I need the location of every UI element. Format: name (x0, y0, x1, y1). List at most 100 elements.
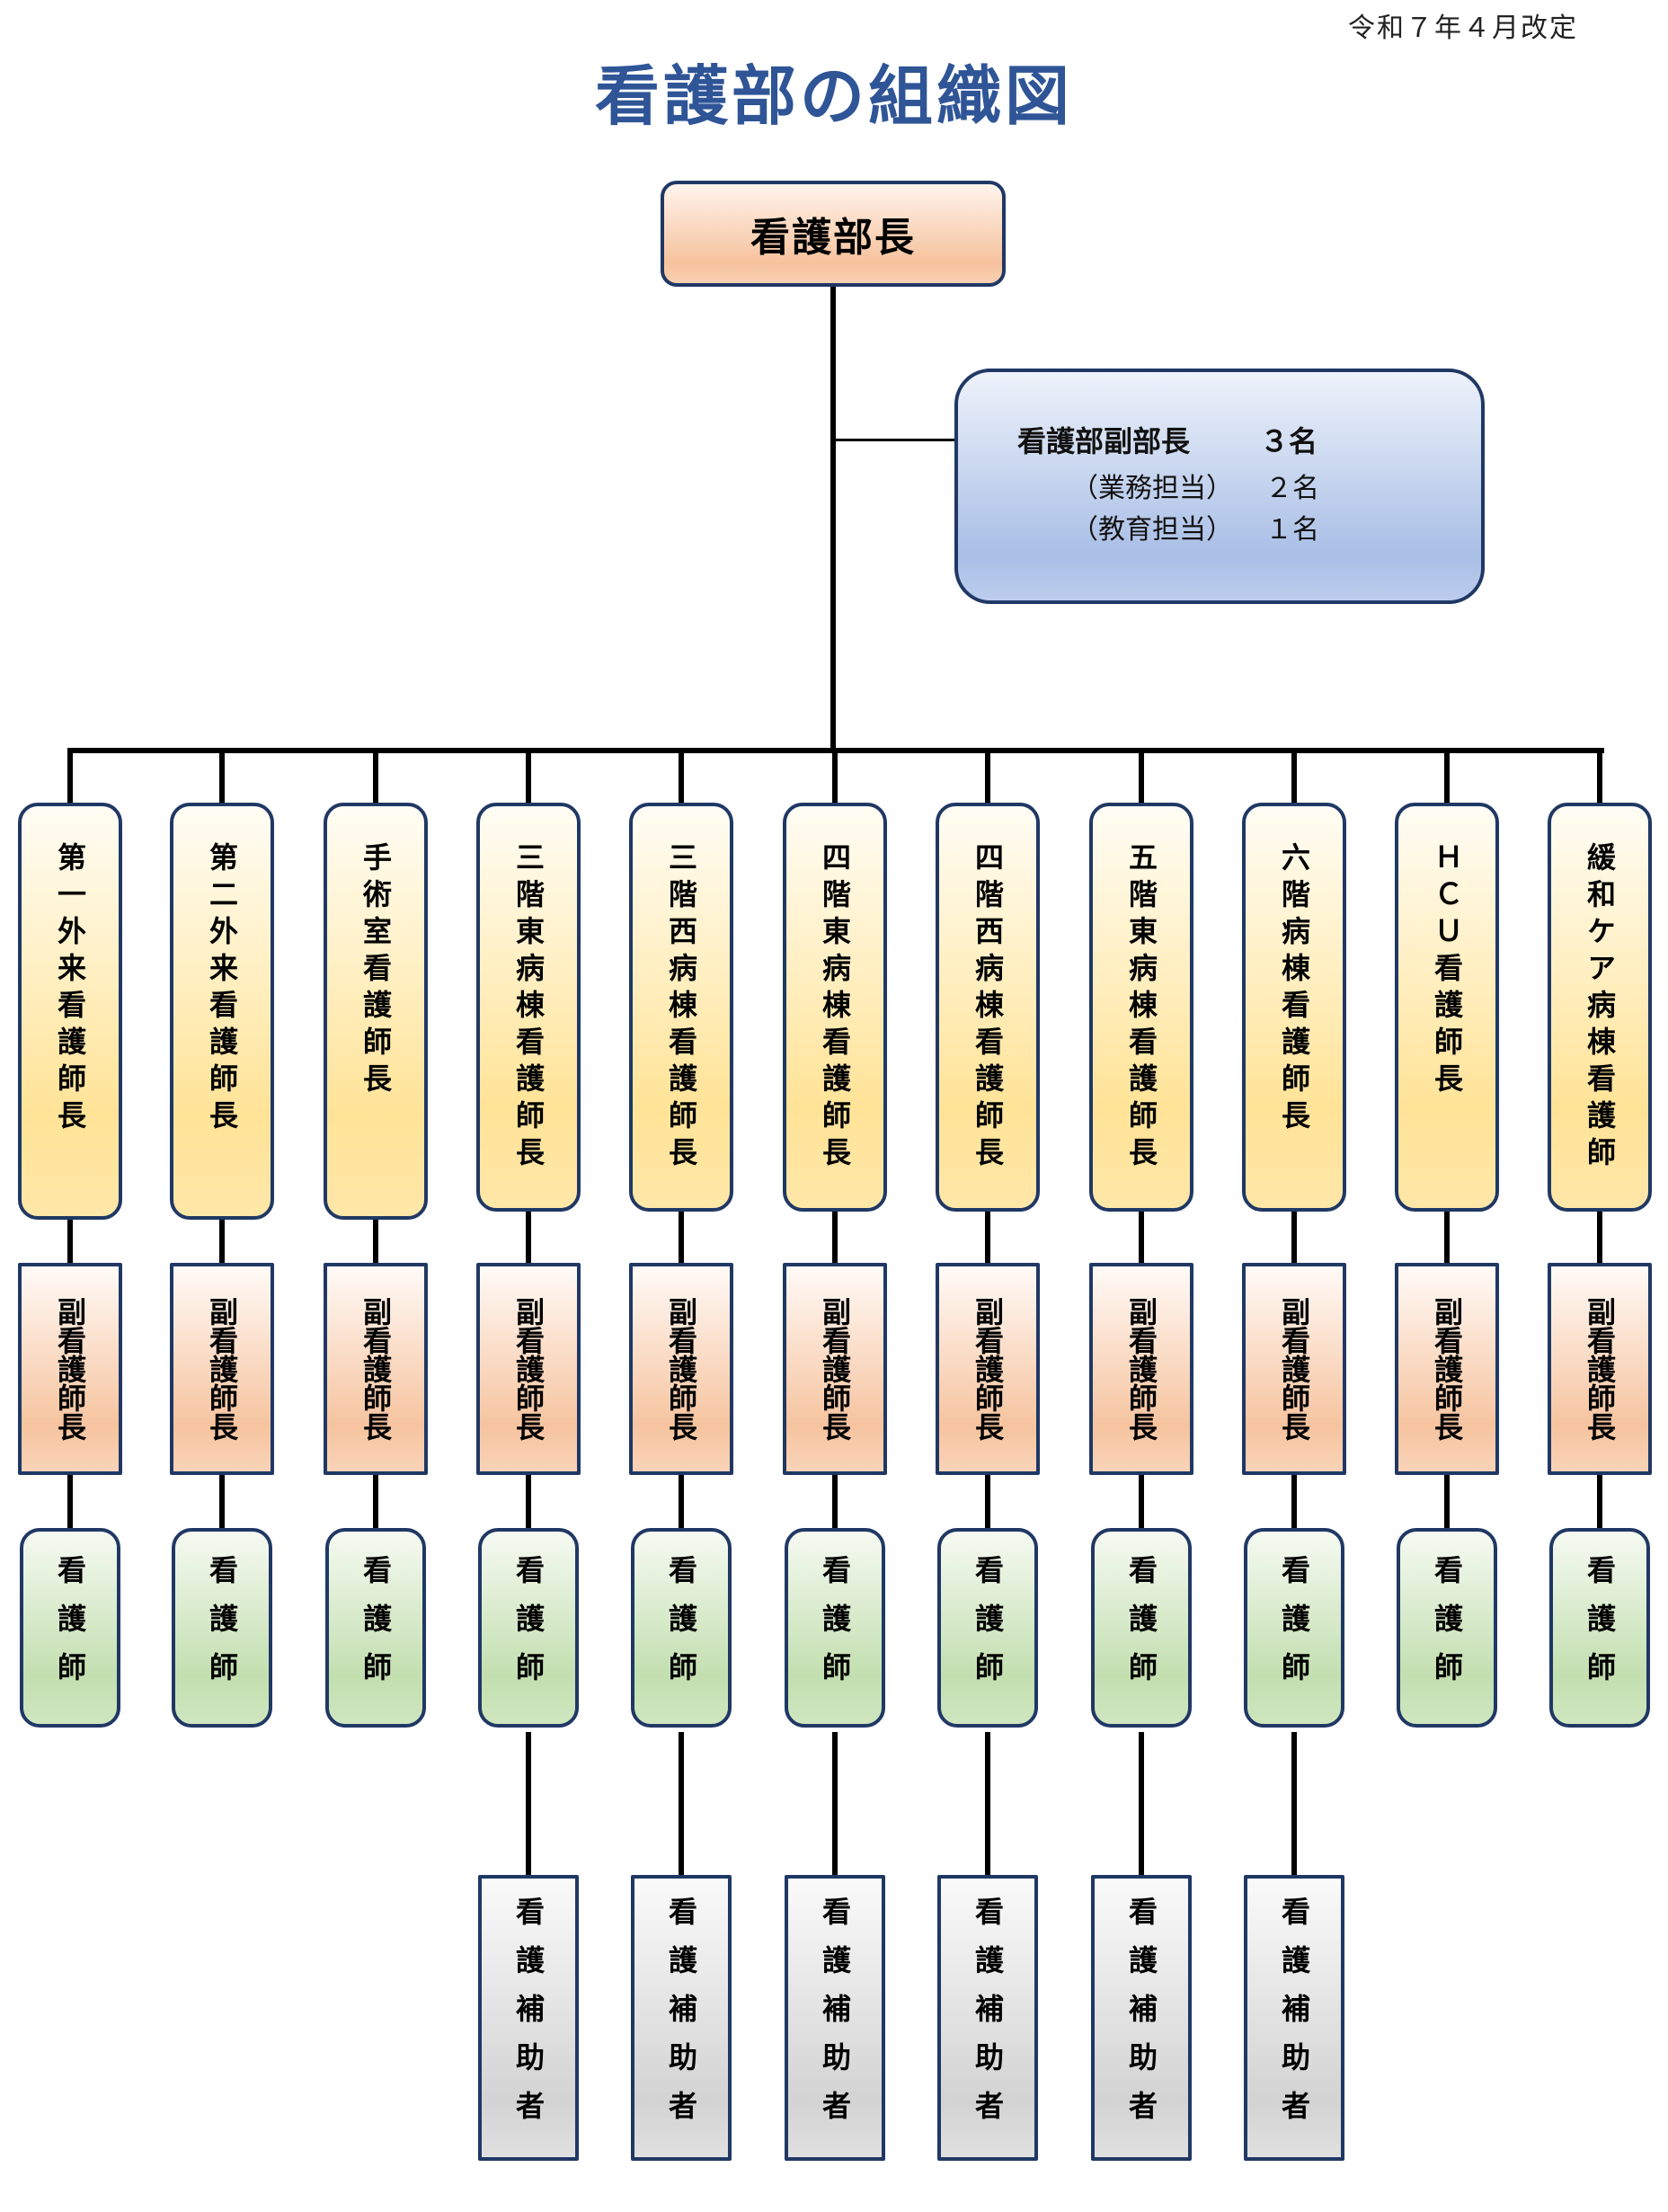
nursing-aide-box: 看護補助者 (1244, 1875, 1344, 2161)
head-nurse-box-label: 緩和ケア病棟看護師 (1583, 842, 1617, 1174)
connector-bus-to-head (985, 751, 990, 803)
nurse-box: 看護師 (1091, 1528, 1192, 1728)
connector-bus-to-head (526, 751, 531, 803)
connector-bus-to-head (832, 751, 838, 803)
deputy-count-education: １名 (1265, 514, 1319, 546)
vice-head-nurse-box: 副看護師長 (476, 1263, 581, 1475)
nursing-aide-box-label: 看護補助者 (818, 1897, 852, 2139)
nurse-box: 看護師 (1397, 1528, 1497, 1728)
head-nurse-box-label: 五階東病棟看護師長 (1124, 842, 1158, 1174)
connector-nurse-to-aide (1139, 1732, 1144, 1875)
connector-head-to-vice (219, 1220, 225, 1263)
nursing-aide-box-label: 看護補助者 (1277, 1897, 1311, 2139)
nurse-box-label: 看護師 (664, 1555, 698, 1701)
head-nurse-box: 六階病棟看護師長 (1242, 803, 1346, 1212)
director-box: 看護部長 (661, 181, 1006, 287)
head-nurse-box: 手術室看護師長 (324, 803, 428, 1220)
revision-date: 令和７年４月改定 (1348, 13, 1578, 44)
connector-vice-to-nurse (1597, 1475, 1602, 1528)
vice-head-nurse-box-label: 副看護師長 (511, 1297, 546, 1441)
nurse-box: 看護師 (631, 1528, 732, 1728)
nurse-box: 看護師 (20, 1528, 120, 1728)
nurse-box: 看護師 (478, 1528, 579, 1728)
connector-nurse-to-aide (679, 1732, 684, 1875)
connector-bus-to-head (1291, 751, 1297, 803)
head-nurse-box-label: 第二外来看護師長 (205, 842, 239, 1137)
nurse-box-label: 看護師 (53, 1555, 87, 1701)
connector-deputy (833, 439, 954, 441)
connector-head-to-vice (679, 1212, 684, 1263)
connector-bus-to-head (1444, 751, 1450, 803)
head-nurse-box-label: 四階西病棟看護師長 (971, 842, 1005, 1174)
nursing-aide-box: 看護補助者 (1091, 1875, 1192, 2161)
deputy-count: ３名 (1260, 424, 1318, 458)
connector-nurse-to-aide (985, 1732, 990, 1875)
vice-head-nurse-box-label: 副看護師長 (53, 1297, 87, 1441)
connector-nurse-to-aide (526, 1732, 531, 1875)
connector-vice-to-nurse (67, 1475, 73, 1528)
vice-head-nurse-box-label: 副看護師長 (1277, 1297, 1311, 1441)
nursing-aide-box: 看護補助者 (478, 1875, 579, 2161)
vice-head-nurse-box-label: 副看護師長 (1583, 1297, 1617, 1441)
head-nurse-box: 第一外来看護師長 (18, 803, 122, 1220)
connector-head-to-vice (832, 1212, 838, 1263)
vice-head-nurse-box-label: 副看護師長 (205, 1297, 239, 1441)
connector-vice-to-nurse (1139, 1475, 1144, 1528)
nursing-aide-box: 看護補助者 (785, 1875, 885, 2161)
head-nurse-box: 第二外来看護師長 (170, 803, 274, 1220)
vice-head-nurse-box: 副看護師長 (629, 1263, 733, 1475)
nursing-aide-box: 看護補助者 (937, 1875, 1038, 2161)
connector-vice-to-nurse (679, 1475, 684, 1528)
connector-head-to-vice (1291, 1212, 1297, 1263)
connector-head-to-vice (1139, 1212, 1144, 1263)
connector-vice-to-nurse (832, 1475, 838, 1528)
nursing-aide-box-label: 看護補助者 (1124, 1897, 1158, 2139)
head-nurse-box-label: ＨＣＵ看護師長 (1430, 842, 1464, 1100)
connector-head-to-vice (1444, 1212, 1450, 1263)
nurse-box: 看護師 (325, 1528, 426, 1728)
connector-vice-to-nurse (985, 1475, 990, 1528)
page-title: 看護部の組織図 (594, 58, 1073, 134)
vice-head-nurse-box: 副看護師長 (1242, 1263, 1346, 1475)
connector-bus-to-head (1597, 751, 1602, 803)
vice-head-nurse-box: 副看護師長 (783, 1263, 887, 1475)
connector-head-to-vice (985, 1212, 990, 1263)
nurse-box-label: 看護師 (511, 1555, 546, 1701)
nurse-box-label: 看護師 (1430, 1555, 1464, 1701)
connector-head-to-vice (67, 1220, 73, 1263)
connector-head-to-vice (526, 1212, 531, 1263)
nursing-aide-box-label: 看護補助者 (971, 1897, 1005, 2139)
nursing-aide-box-label: 看護補助者 (664, 1897, 698, 2139)
connector-bus (67, 748, 1604, 753)
head-nurse-box-label: 六階病棟看護師長 (1277, 842, 1311, 1137)
head-nurse-box-label: 第一外来看護師長 (53, 842, 87, 1137)
vice-head-nurse-box: 副看護師長 (170, 1263, 274, 1475)
vice-head-nurse-box: 副看護師長 (1089, 1263, 1193, 1475)
vice-head-nurse-box: 副看護師長 (324, 1263, 428, 1475)
connector-nurse-to-aide (832, 1732, 838, 1875)
connector-vice-to-nurse (1291, 1475, 1297, 1528)
nursing-aide-box: 看護補助者 (631, 1875, 732, 2161)
vice-head-nurse-box: 副看護師長 (936, 1263, 1040, 1475)
connector-vice-to-nurse (219, 1475, 225, 1528)
vice-head-nurse-box: 副看護師長 (1548, 1263, 1652, 1475)
head-nurse-box: 緩和ケア病棟看護師 (1548, 803, 1652, 1212)
head-nurse-box: 三階東病棟看護師長 (476, 803, 581, 1212)
head-nurse-box: 三階西病棟看護師長 (629, 803, 733, 1212)
connector-trunk (830, 287, 836, 753)
deputy-role-education: （教育担当） (1071, 514, 1233, 546)
director-label: 看護部長 (750, 215, 916, 261)
connector-bus-to-head (1139, 751, 1144, 803)
nurse-box: 看護師 (937, 1528, 1038, 1728)
nurse-box-label: 看護師 (359, 1555, 393, 1701)
vice-head-nurse-box-label: 副看護師長 (1430, 1297, 1464, 1441)
head-nurse-box: 四階西病棟看護師長 (936, 803, 1040, 1212)
vice-head-nurse-box: 副看護師長 (1395, 1263, 1499, 1475)
connector-vice-to-nurse (373, 1475, 378, 1528)
head-nurse-box-label: 三階西病棟看護師長 (664, 842, 698, 1174)
nurse-box-label: 看護師 (1124, 1555, 1158, 1701)
connector-bus-to-head (219, 751, 225, 803)
connector-vice-to-nurse (1444, 1475, 1450, 1528)
nurse-box: 看護師 (1244, 1528, 1344, 1728)
vice-head-nurse-box-label: 副看護師長 (359, 1297, 393, 1441)
